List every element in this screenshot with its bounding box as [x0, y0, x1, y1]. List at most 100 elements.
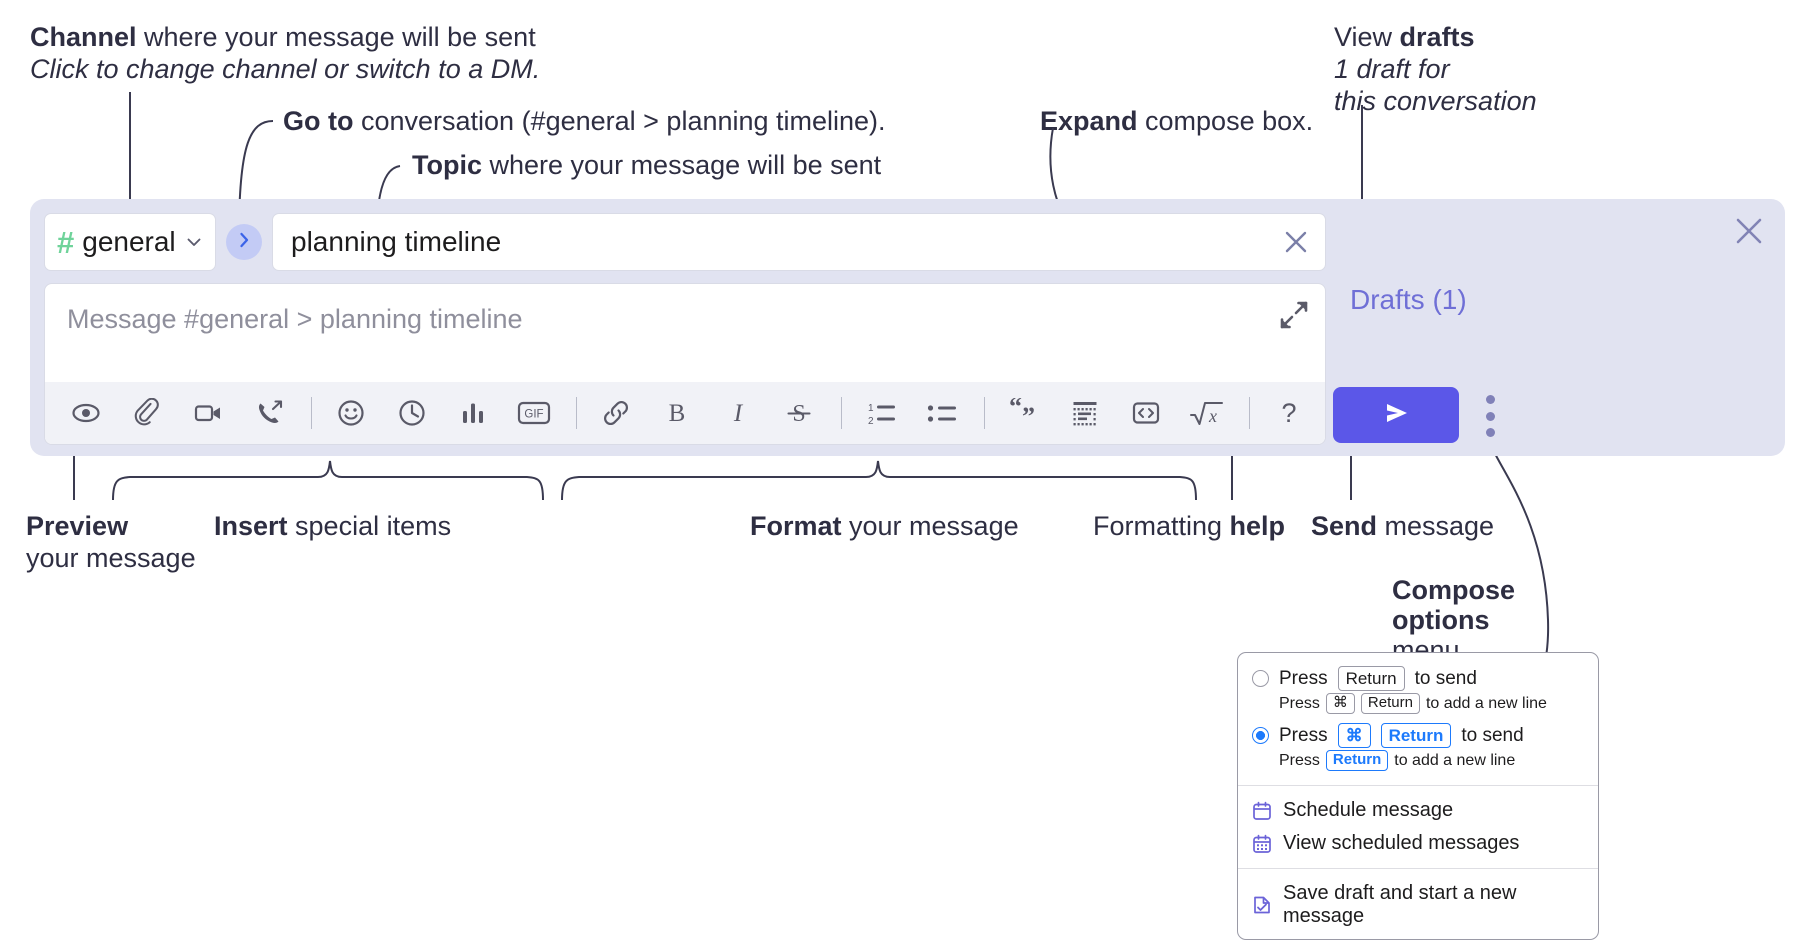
code-block-icon[interactable] — [1062, 390, 1108, 436]
topic-input-field[interactable]: planning timeline — [272, 213, 1326, 271]
annotation-drafts-italic2: this conversation — [1334, 85, 1537, 116]
emoji-smiley-icon[interactable] — [328, 390, 374, 436]
toolbar-separator — [1249, 397, 1250, 429]
annotation-channel-italic: Click to change channel or switch to a D… — [30, 53, 541, 84]
formatting-toolbar: GIF B I S — [45, 382, 1325, 444]
annotation-compose-bold1: Compose — [1392, 575, 1516, 605]
annotation-drafts-bold: drafts — [1399, 22, 1475, 52]
strikethrough-icon[interactable]: S — [776, 390, 822, 436]
annotation-goto: Go to conversation (#general > planning … — [283, 106, 886, 138]
annotation-drafts-italic1: 1 draft for — [1334, 53, 1450, 84]
annotation-preview-bold: Preview — [26, 511, 129, 541]
topic-input-value: planning timeline — [291, 226, 502, 257]
annotation-preview: Preview your message — [26, 511, 196, 575]
radio-button-unselected[interactable] — [1252, 670, 1269, 688]
annotation-topic-rest: where your message will be sent — [482, 150, 882, 180]
clock-icon[interactable] — [389, 390, 435, 436]
annotation-send-rest: message — [1377, 511, 1495, 541]
preview-icon[interactable] — [63, 390, 109, 436]
send-option-return[interactable]: Press Return to send — [1238, 663, 1598, 692]
svg-text:I: I — [733, 400, 744, 427]
send-option-cmd-return-sub: Press Return to add a new line — [1238, 748, 1598, 777]
brace-insert — [112, 460, 544, 501]
drafts-link[interactable]: Drafts (1) — [1350, 284, 1467, 315]
annotation-insert: Insert special items — [214, 511, 451, 543]
kebab-dot — [1485, 395, 1495, 404]
radio-button-selected[interactable] — [1252, 727, 1269, 745]
annotation-insert-rest: special items — [287, 511, 452, 541]
toolbar-separator — [576, 397, 577, 429]
annotation-channel-bold: Channel — [30, 22, 137, 52]
send-option-cmd-return[interactable]: Press ⌘ Return to send — [1238, 720, 1598, 749]
bulleted-list-icon[interactable] — [919, 390, 965, 436]
annotation-goto-bold: Go to — [283, 106, 354, 136]
kebab-dot — [1485, 428, 1495, 437]
option2-press-label: Press — [1279, 724, 1328, 746]
menu-item-save-draft[interactable]: Save draft and start a new message — [1238, 877, 1598, 933]
annotation-help-bold: help — [1229, 511, 1286, 541]
option1-sub-press: Press — [1279, 694, 1320, 712]
svg-text:2: 2 — [868, 416, 874, 427]
channel-name-label: general — [82, 226, 176, 257]
video-camera-icon[interactable] — [185, 390, 231, 436]
menu-item-schedule-message[interactable]: Schedule message — [1238, 794, 1598, 827]
annotation-topic: Topic where your message will be sent — [412, 150, 881, 182]
more-options-vertical-icon[interactable] — [1480, 395, 1500, 437]
key-command: ⌘ — [1325, 693, 1355, 714]
annotation-drafts-plain: View — [1334, 22, 1400, 52]
annotation-channel-rest: where your message will be sent — [136, 22, 536, 52]
gif-icon[interactable]: GIF — [511, 390, 557, 436]
key-return: Return — [1380, 723, 1452, 749]
svg-text:1: 1 — [868, 403, 874, 414]
annotation-expand-rest: compose box. — [1137, 106, 1314, 136]
option1-press-label: Press — [1279, 667, 1328, 689]
blockquote-icon[interactable]: “” — [1001, 390, 1047, 436]
toolbar-separator — [311, 397, 312, 429]
chevron-down-icon — [185, 233, 203, 251]
math-formula-icon[interactable]: x — [1184, 390, 1230, 436]
message-input-area[interactable]: Message #general > planning timeline — [45, 284, 1325, 382]
goto-conversation-button[interactable] — [226, 224, 262, 260]
annotation-insert-bold: Insert — [214, 511, 288, 541]
send-option-return-sub: Press ⌘ Return to add a new line — [1238, 691, 1598, 720]
message-compose-box: Message #general > planning timeline — [44, 283, 1326, 445]
send-button[interactable] — [1333, 387, 1459, 443]
menu-divider — [1238, 868, 1598, 869]
bold-icon[interactable]: B — [654, 390, 700, 436]
hash-icon: # — [57, 224, 75, 260]
kebab-dot — [1485, 411, 1495, 421]
svg-text:“: “ — [1009, 398, 1022, 421]
bar-chart-icon[interactable] — [450, 390, 496, 436]
attachment-paperclip-icon[interactable] — [124, 390, 170, 436]
annotation-preview-line2: your message — [26, 542, 196, 573]
annotation-topic-bold: Topic — [412, 150, 482, 180]
audio-call-icon[interactable] — [246, 390, 292, 436]
option2-tosend-label: to send — [1461, 724, 1524, 746]
annotation-format: Format your message — [750, 511, 1019, 543]
annotation-send: Send message — [1311, 511, 1494, 543]
svg-text:B: B — [669, 400, 686, 427]
svg-text:?: ? — [1281, 398, 1296, 428]
annotation-expand-bold: Expand — [1040, 106, 1138, 136]
menu-item-label: Save draft and start a new message — [1283, 882, 1517, 927]
italic-icon[interactable]: I — [715, 390, 761, 436]
annotation-send-bold: Send — [1311, 511, 1378, 541]
help-question-icon[interactable]: ? — [1266, 390, 1312, 436]
option2-sub-press: Press — [1279, 751, 1320, 769]
menu-item-view-scheduled[interactable]: View scheduled messages — [1238, 827, 1598, 860]
brace-format — [561, 460, 1197, 501]
expand-diagonal-icon[interactable] — [1279, 300, 1309, 330]
annotation-channel: Channel where your message will be sent … — [30, 22, 540, 86]
svg-text:GIF: GIF — [524, 409, 543, 421]
svg-text:x: x — [1208, 406, 1217, 426]
calendar-schedule-icon — [1252, 801, 1272, 821]
link-icon[interactable] — [593, 390, 639, 436]
close-icon[interactable] — [1733, 215, 1765, 247]
channel-selector[interactable]: # general — [44, 213, 216, 271]
send-paper-plane-icon — [1379, 398, 1413, 433]
compose-options-menu: Press Return to send Press ⌘ Return to a… — [1237, 652, 1599, 940]
close-icon[interactable] — [1281, 227, 1311, 257]
inline-code-icon[interactable] — [1123, 390, 1169, 436]
